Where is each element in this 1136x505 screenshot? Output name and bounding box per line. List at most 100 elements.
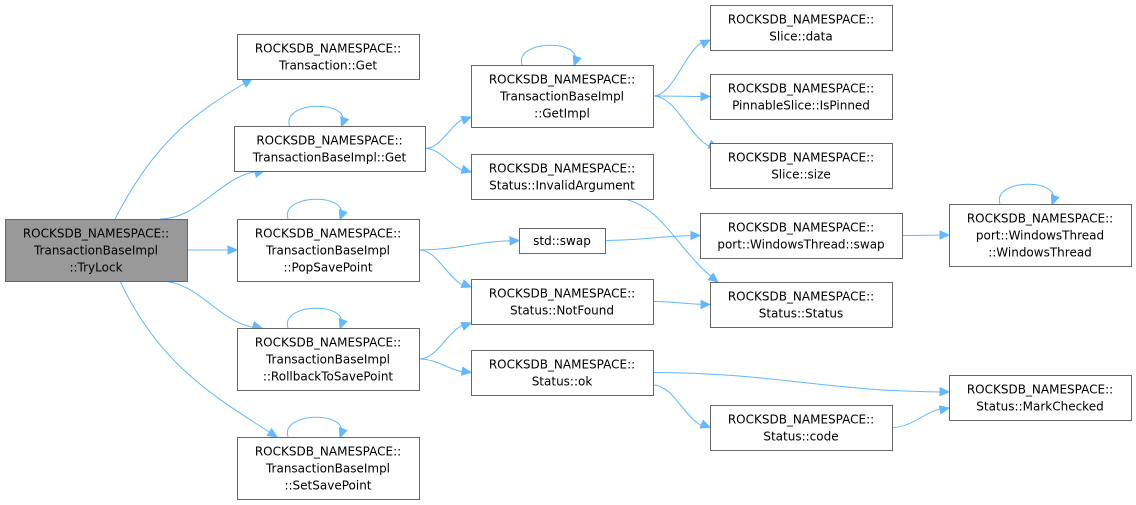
node-label-line: ROCKSDB_NAMESPACE:: bbox=[23, 227, 169, 241]
node-code[interactable]: ROCKSDB_NAMESPACE::Status::code bbox=[710, 405, 893, 451]
node-popsave[interactable]: ROCKSDB_NAMESPACE::TransactionBaseImpl::… bbox=[237, 219, 420, 282]
node-invalidarg[interactable]: ROCKSDB_NAMESPACE::Status::InvalidArgume… bbox=[471, 154, 654, 200]
node-label-line: ROCKSDB_NAMESPACE:: bbox=[728, 290, 874, 304]
node-setsave[interactable]: ROCKSDB_NAMESPACE::TransactionBaseImpl::… bbox=[237, 437, 420, 500]
edge-line bbox=[159, 170, 265, 220]
node-slicedata[interactable]: ROCKSDB_NAMESPACE::Slice::data bbox=[710, 5, 893, 51]
node-box bbox=[710, 5, 893, 51]
node-wtswap[interactable]: ROCKSDB_NAMESPACE::port::WindowsThread::… bbox=[700, 213, 903, 259]
node-box bbox=[710, 74, 893, 120]
node-label-line: port::WindowsThread::swap bbox=[717, 238, 884, 252]
edge-arrowhead bbox=[690, 230, 702, 241]
edge-arrowhead bbox=[460, 321, 473, 331]
node-box bbox=[237, 219, 420, 282]
node-pinned[interactable]: ROCKSDB_NAMESPACE::PinnableSlice::IsPinn… bbox=[710, 74, 893, 120]
edge-arrowhead bbox=[338, 426, 348, 439]
edge-swap-to-wtswap bbox=[604, 230, 702, 241]
edge-line bbox=[604, 235, 701, 241]
node-label-line: std::swap bbox=[533, 234, 591, 248]
edge-line bbox=[624, 198, 719, 283]
edge-trylock-to-tbi_get bbox=[159, 168, 266, 220]
edge-arrowhead bbox=[266, 427, 279, 438]
node-box bbox=[710, 282, 893, 328]
node-status[interactable]: ROCKSDB_NAMESPACE::Status::Status bbox=[710, 282, 893, 328]
edge-line bbox=[287, 416, 342, 438]
node-box bbox=[471, 350, 654, 396]
node-markchecked[interactable]: ROCKSDB_NAMESPACE::Status::MarkChecked bbox=[949, 375, 1132, 421]
node-label-line: TransactionBaseImpl bbox=[499, 90, 624, 104]
edge-arrowhead bbox=[460, 115, 473, 125]
edges-layer bbox=[114, 39, 1060, 439]
edge-rollback-to-rollback bbox=[287, 307, 348, 330]
edge-popsave-to-popsave bbox=[287, 198, 348, 221]
edge-trylock-to-txn_get bbox=[114, 78, 254, 220]
node-trylock[interactable]: ROCKSDB_NAMESPACE::TransactionBaseImpl::… bbox=[5, 219, 188, 282]
edge-arrowhead bbox=[340, 115, 350, 128]
edge-code-to-markchecked bbox=[891, 405, 951, 428]
edge-arrowhead bbox=[699, 419, 712, 429]
node-label-line: Slice::data bbox=[769, 30, 832, 44]
node-getimpl[interactable]: ROCKSDB_NAMESPACE::TransactionBaseImpl::… bbox=[471, 65, 654, 128]
node-label-line: ::GetImpl bbox=[534, 107, 590, 121]
edge-setsave-to-setsave bbox=[287, 416, 348, 439]
node-box bbox=[237, 437, 420, 500]
node-label-line: ROCKSDB_NAMESPACE:: bbox=[967, 212, 1113, 226]
node-label-line: ROCKSDB_NAMESPACE:: bbox=[728, 13, 874, 27]
edge-line bbox=[999, 183, 1054, 205]
edge-line bbox=[418, 240, 520, 251]
edge-rollback-to-ok bbox=[418, 358, 473, 376]
node-label-line: ::TryLock bbox=[69, 261, 122, 275]
edge-tbi_get-to-invalidarg bbox=[424, 148, 473, 174]
node-notfound[interactable]: ROCKSDB_NAMESPACE::Status::NotFound bbox=[471, 279, 654, 325]
edge-arrowhead bbox=[241, 78, 254, 88]
node-ok[interactable]: ROCKSDB_NAMESPACE::Status::ok bbox=[471, 350, 654, 396]
node-label-line: ::RollbackToSavePoint bbox=[263, 370, 394, 384]
node-box bbox=[5, 219, 188, 282]
node-box bbox=[700, 213, 903, 259]
node-label-line: ROCKSDB_NAMESPACE:: bbox=[728, 221, 874, 235]
node-label-line: ::WindowsThread bbox=[988, 246, 1092, 260]
edge-arrowhead bbox=[1050, 193, 1060, 206]
edge-notfound-to-status bbox=[652, 299, 712, 310]
node-label-line: ROCKSDB_NAMESPACE:: bbox=[489, 162, 635, 176]
node-label-line: Status::InvalidArgument bbox=[489, 179, 635, 193]
node-box bbox=[710, 405, 893, 451]
node-label-line: ROCKSDB_NAMESPACE:: bbox=[728, 151, 874, 165]
edge-tbi_get-to-getimpl bbox=[424, 115, 473, 149]
node-label-line: TransactionBaseImpl bbox=[265, 353, 390, 367]
edge-rollback-to-notfound bbox=[418, 321, 473, 360]
edge-line bbox=[652, 372, 950, 393]
edge-getimpl-to-slicedata bbox=[652, 39, 712, 97]
node-label-line: Slice::size bbox=[771, 168, 831, 182]
node-label-line: ROCKSDB_NAMESPACE:: bbox=[256, 134, 402, 148]
edge-arrowhead bbox=[699, 39, 712, 49]
node-label-line: TransactionBaseImpl bbox=[265, 244, 390, 258]
node-label-line: Transaction::Get bbox=[278, 59, 377, 73]
node-swap[interactable]: std::swap bbox=[519, 228, 606, 254]
node-label-line: Status::NotFound bbox=[510, 304, 614, 318]
edge-line bbox=[287, 198, 342, 220]
node-box bbox=[949, 204, 1132, 267]
edge-line bbox=[287, 307, 342, 329]
node-label-line: PinnableSlice::IsPinned bbox=[732, 99, 870, 113]
edge-trylock-to-popsave bbox=[186, 245, 239, 255]
node-wtctor[interactable]: ROCKSDB_NAMESPACE::port::WindowsThread::… bbox=[949, 204, 1132, 267]
edge-line bbox=[652, 95, 719, 149]
node-box bbox=[237, 34, 420, 80]
node-label-line: Status::ok bbox=[532, 375, 593, 389]
edge-getimpl-to-slicesize bbox=[652, 95, 720, 149]
node-label-line: ROCKSDB_NAMESPACE:: bbox=[489, 73, 635, 87]
node-label-line: ROCKSDB_NAMESPACE:: bbox=[255, 336, 401, 350]
node-box bbox=[237, 328, 420, 391]
node-rollback[interactable]: ROCKSDB_NAMESPACE::TransactionBaseImpl::… bbox=[237, 328, 420, 391]
edge-ok-to-code bbox=[652, 384, 712, 429]
node-tbi_get[interactable]: ROCKSDB_NAMESPACE::TransactionBaseImpl::… bbox=[234, 126, 426, 172]
node-slicesize[interactable]: ROCKSDB_NAMESPACE::Slice::size bbox=[710, 143, 893, 189]
node-box bbox=[471, 279, 654, 325]
node-label-line: Status::Status bbox=[759, 307, 844, 321]
edge-popsave-to-notfound bbox=[418, 249, 473, 289]
node-label-line: ROCKSDB_NAMESPACE:: bbox=[728, 82, 874, 96]
edge-arrowhead bbox=[338, 317, 348, 330]
edge-line bbox=[288, 105, 344, 127]
node-txn_get[interactable]: ROCKSDB_NAMESPACE::Transaction::Get bbox=[237, 34, 420, 80]
